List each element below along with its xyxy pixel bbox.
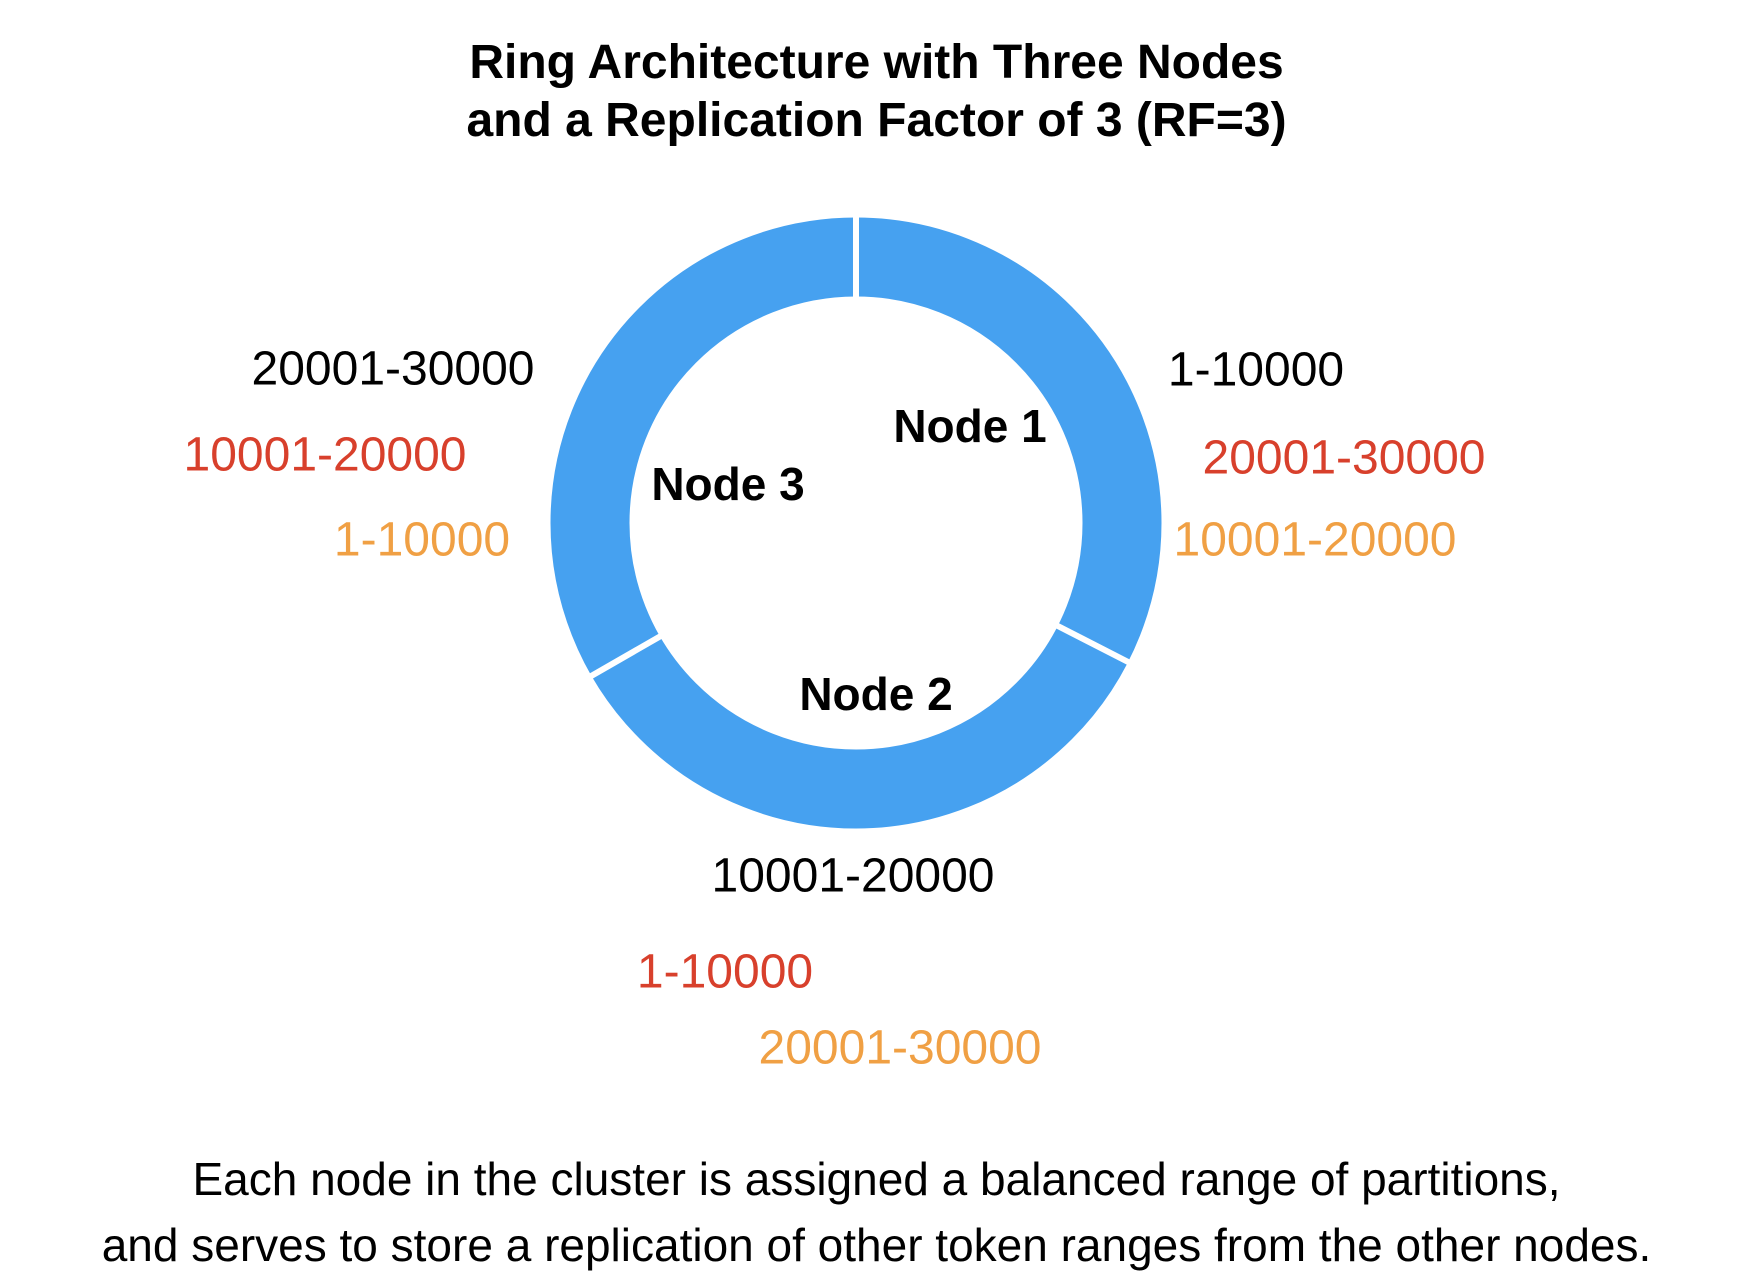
caption-line-2: and serves to store a replication of oth… [101,1219,1652,1271]
node2-replica-range-2: 20001-30000 [758,1021,1042,1075]
title-line-1: Ring Architecture with Three Nodes [469,36,1284,89]
node1-replica-range-2: 10001-20000 [1173,513,1457,567]
segment-gap-left [584,630,668,682]
node2-label: Node 2 [799,668,953,720]
segment-gap-right [1050,620,1136,668]
caption: Each node in the cluster is assigned a b… [0,1146,1753,1278]
node1-label: Node 1 [893,400,1047,452]
node3-replica-range-1: 10001-20000 [183,428,467,482]
caption-line-1: Each node in the cluster is assigned a b… [192,1153,1561,1205]
title-line-2: and a Replication Factor of 3 (RF=3) [466,94,1287,147]
node1-primary-range: 1-10000 [1167,343,1345,397]
node2-replica-range-1: 1-10000 [636,945,814,999]
node3-primary-range: 20001-30000 [251,342,535,396]
node3-label: Node 3 [651,458,805,510]
diagram-title: Ring Architecture with Three Nodes and a… [0,34,1753,150]
node3-replica-range-2: 1-10000 [333,513,511,567]
node2-primary-range: 10001-20000 [711,849,995,903]
node1-replica-range-1: 20001-30000 [1202,431,1486,485]
